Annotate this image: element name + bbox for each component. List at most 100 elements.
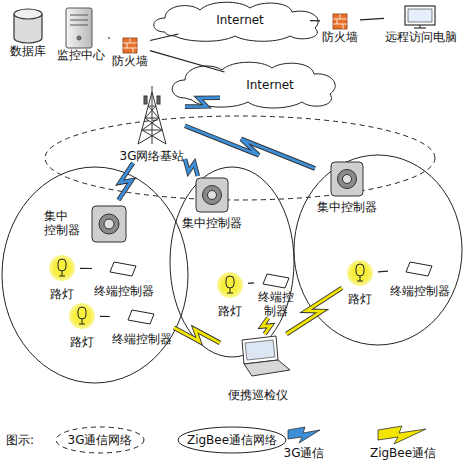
controller-node: 集中控制器 xyxy=(315,160,379,214)
node-label: 终端控制器 xyxy=(388,284,452,298)
tower-symbol xyxy=(138,86,166,144)
label-holder: 便携巡检仪 xyxy=(220,388,296,402)
internet-cloud xyxy=(154,2,335,108)
legend-text: ZigBee通信网络 xyxy=(178,433,286,447)
tower-symbol xyxy=(145,118,162,130)
node-label: 防火墙 xyxy=(110,54,150,68)
controller-symbol xyxy=(104,219,114,229)
network-ellipses xyxy=(2,116,462,383)
legend-samples xyxy=(178,427,286,453)
wire-line xyxy=(150,34,178,41)
node-label: 终端控 制器 xyxy=(256,290,296,318)
lamp-symbol xyxy=(62,271,63,276)
node-label: 路灯 xyxy=(342,292,378,306)
node-label: 路灯 xyxy=(212,304,248,318)
lamp-node: 路灯 xyxy=(342,258,378,306)
tower-symbol xyxy=(157,96,160,104)
connector xyxy=(310,20,320,21)
label-holder: 集中控制器 xyxy=(315,200,379,214)
bolt-fill xyxy=(287,288,343,334)
lamp-symbol xyxy=(49,255,373,329)
connector xyxy=(287,288,343,334)
lamp-symbol xyxy=(49,255,75,281)
bolt-outline xyxy=(262,318,271,334)
terminal-node: 终端控制器 xyxy=(388,258,452,298)
node-label: 数据库 xyxy=(6,44,50,58)
bolt-outline xyxy=(185,159,198,176)
label-holder: 防火墙 xyxy=(320,30,360,44)
tower-symbol xyxy=(145,106,156,118)
server-symbol xyxy=(77,36,81,40)
wire-line xyxy=(310,20,320,21)
database-symbol xyxy=(14,9,42,43)
controller-symbol xyxy=(208,191,217,200)
label-holder: 远程访问电脑 xyxy=(384,30,458,44)
connector xyxy=(378,271,388,273)
lamp-symbol xyxy=(347,260,373,286)
node-label: 集中 控制器 xyxy=(44,209,84,237)
connector xyxy=(185,126,315,169)
label-holder: 防火墙 xyxy=(110,54,150,68)
controller-symbol xyxy=(99,214,119,234)
tower-symbol xyxy=(144,96,147,104)
connector xyxy=(150,51,225,72)
cloud-node: Internet xyxy=(170,6,310,34)
firewall-symbol xyxy=(123,48,137,49)
controller-symbol xyxy=(343,175,352,184)
bolt-fill xyxy=(174,328,220,343)
lamp-symbol xyxy=(79,324,85,325)
wire-line xyxy=(360,18,384,20)
lamp-symbol xyxy=(78,307,86,319)
node-label: 终端控制器 xyxy=(110,332,174,346)
firewall-symbol xyxy=(133,48,134,53)
lamp-symbol xyxy=(227,293,233,294)
terminal-symbol xyxy=(128,310,154,324)
label-holder: 终端控制器 xyxy=(110,332,174,346)
controller-symbol xyxy=(196,178,228,212)
tower-symbol xyxy=(142,130,162,131)
firewall-node: 防火墙 xyxy=(320,12,360,44)
lamp-symbol xyxy=(58,259,66,271)
node-label: 集中控制器 xyxy=(180,216,244,230)
node-label: Internet xyxy=(216,13,264,27)
lamp-symbol xyxy=(360,276,361,281)
server-symbol xyxy=(70,15,88,16)
firewall-symbol xyxy=(333,14,347,29)
lamp-symbol xyxy=(226,276,234,288)
connector xyxy=(185,98,220,107)
lamp-symbol xyxy=(59,276,65,277)
firewall-symbol xyxy=(343,24,344,29)
terminal-symbol xyxy=(110,262,432,324)
label-holder: 监控中心 xyxy=(54,48,108,62)
label-holder: 路灯 xyxy=(44,287,80,301)
bolt-outline xyxy=(119,163,134,200)
server-node: 监控中心 xyxy=(54,4,108,62)
lamp-node: 路灯 xyxy=(64,301,100,349)
computer-node: 远程访问电脑 xyxy=(384,4,458,44)
laptop-symbol xyxy=(242,336,290,376)
terminal-node: 终端控制器 xyxy=(110,306,174,346)
internet-cloud xyxy=(154,2,318,41)
legend-swatch xyxy=(288,427,320,443)
label-holder: 终端控制器 xyxy=(92,284,156,298)
monitor-symbol xyxy=(414,27,426,28)
legend-swatch xyxy=(378,426,426,444)
label-holder: 3G网络基站 xyxy=(119,149,185,163)
wire-line xyxy=(248,282,254,284)
server-symbol xyxy=(66,8,92,48)
terminal-node: 终端控制器 xyxy=(92,258,156,298)
controller-node: 集中 控制器 xyxy=(44,200,132,246)
label-holder: 路灯 xyxy=(64,335,100,349)
connector xyxy=(108,37,110,39)
tower-node: 3G网络基站 xyxy=(119,86,185,163)
connector xyxy=(360,18,384,20)
node-label: 集中控制器 xyxy=(315,200,379,214)
label-holder: Internet xyxy=(220,72,320,98)
node-label: 终端控制器 xyxy=(92,284,156,298)
legend-text: 3G通信 xyxy=(278,446,330,460)
laptop-symbol xyxy=(242,336,278,364)
controller-symbol xyxy=(92,206,126,242)
wire-line xyxy=(80,268,92,269)
lamp-symbol xyxy=(357,281,363,282)
lamp-node: 路灯 xyxy=(212,270,248,318)
